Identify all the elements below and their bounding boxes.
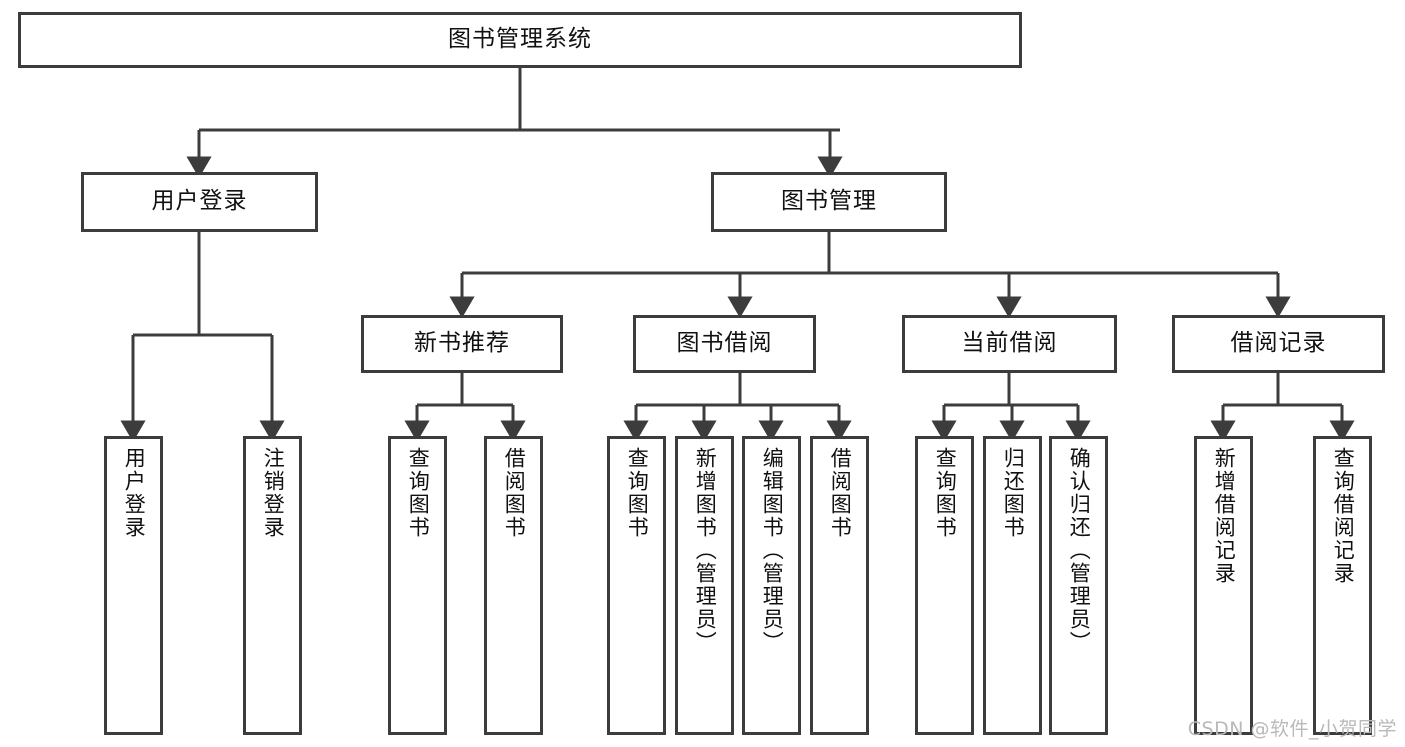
leaf-user-login-login[interactable]: 用户登录 (104, 436, 163, 735)
leaf-label: 查询图书 (625, 447, 650, 539)
leaf-user-login-logout[interactable]: 注销登录 (243, 436, 302, 735)
node-book-borrow-label: 图书借阅 (676, 330, 773, 357)
node-book-borrow[interactable]: 图书借阅 (633, 315, 816, 373)
leaf-new-book-query[interactable]: 查询图书 (388, 436, 447, 735)
node-new-book-recommend-label: 新书推荐 (414, 330, 510, 357)
leaf-label: 借阅图书 (828, 447, 853, 539)
leaf-label: 新增借阅记录 (1212, 447, 1237, 585)
node-new-book-recommend[interactable]: 新书推荐 (361, 315, 563, 373)
node-user-login-label: 用户登录 (151, 188, 248, 215)
leaf-borrow-edit-book-admin[interactable]: 编辑图书（管理员） (742, 436, 801, 735)
node-root[interactable]: 图书管理系统 (18, 12, 1022, 68)
leaf-label: 用户登录 (122, 447, 147, 539)
csdn-watermark: CSDN @软件_小贺同学 (1187, 718, 1397, 740)
leaf-borrow-query-book[interactable]: 查询图书 (607, 436, 666, 735)
leaf-new-book-borrow[interactable]: 借阅图书 (484, 436, 543, 735)
node-book-management-label: 图书管理 (781, 188, 877, 215)
node-root-label: 图书管理系统 (448, 26, 592, 53)
node-borrow-records[interactable]: 借阅记录 (1172, 315, 1385, 373)
leaf-label: 新增图书（管理员） (693, 447, 718, 654)
leaf-label: 借阅图书 (502, 447, 527, 539)
leaf-label: 查询图书 (406, 447, 431, 539)
leaf-label: 编辑图书（管理员） (760, 447, 785, 654)
node-borrow-records-label: 借阅记录 (1230, 330, 1327, 357)
node-current-borrow-label: 当前借阅 (961, 330, 1058, 357)
leaf-current-return-book[interactable]: 归还图书 (983, 436, 1042, 735)
leaf-borrow-borrow-book[interactable]: 借阅图书 (810, 436, 869, 735)
leaf-label: 查询图书 (933, 447, 958, 539)
leaf-current-confirm-return-admin[interactable]: 确认归还（管理员） (1049, 436, 1108, 735)
leaf-records-add-record[interactable]: 新增借阅记录 (1194, 436, 1253, 735)
leaf-current-query-book[interactable]: 查询图书 (915, 436, 974, 735)
leaf-records-query-record[interactable]: 查询借阅记录 (1313, 436, 1372, 735)
node-user-login[interactable]: 用户登录 (81, 172, 318, 232)
leaf-label: 确认归还（管理员） (1067, 447, 1092, 654)
leaf-label: 归还图书 (1001, 447, 1026, 539)
leaf-label: 查询借阅记录 (1331, 447, 1356, 585)
node-current-borrow[interactable]: 当前借阅 (902, 315, 1117, 373)
leaf-label: 注销登录 (261, 447, 286, 539)
node-book-management[interactable]: 图书管理 (711, 172, 947, 232)
leaf-borrow-add-book-admin[interactable]: 新增图书（管理员） (675, 436, 734, 735)
